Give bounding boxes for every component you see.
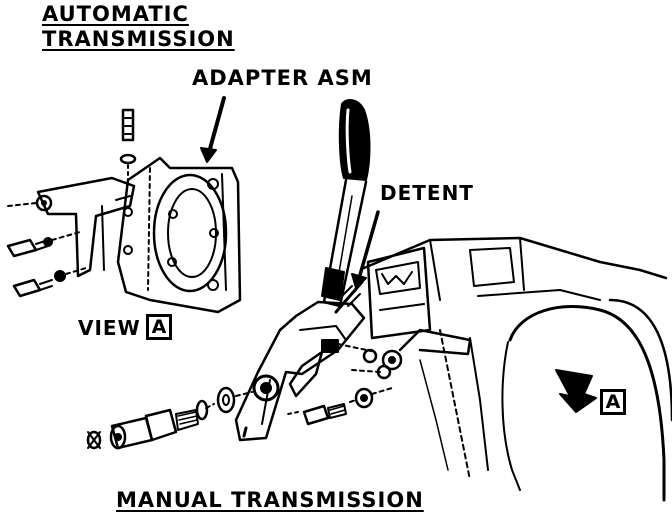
adapter-assembly-drawing <box>6 96 242 314</box>
view-label: VIEW <box>78 316 141 340</box>
adapter-asm-label: ADAPTER ASM <box>192 66 373 90</box>
callout-a-box: A <box>600 389 626 415</box>
fasteners-drawing <box>86 386 393 450</box>
view-a-box: A <box>146 314 172 340</box>
manual-transmission-title: MANUAL TRANSMISSION <box>116 488 424 512</box>
automatic-title-line2: TRANSMISSION <box>42 27 235 51</box>
transmission-housing-drawing <box>362 236 672 502</box>
shift-lever-drawing <box>234 99 392 442</box>
detent-label: DETENT <box>380 181 474 205</box>
automatic-title-line1: AUTOMATIC <box>42 2 189 26</box>
automatic-transmission-title: AUTOMATIC TRANSMISSION <box>42 4 235 50</box>
